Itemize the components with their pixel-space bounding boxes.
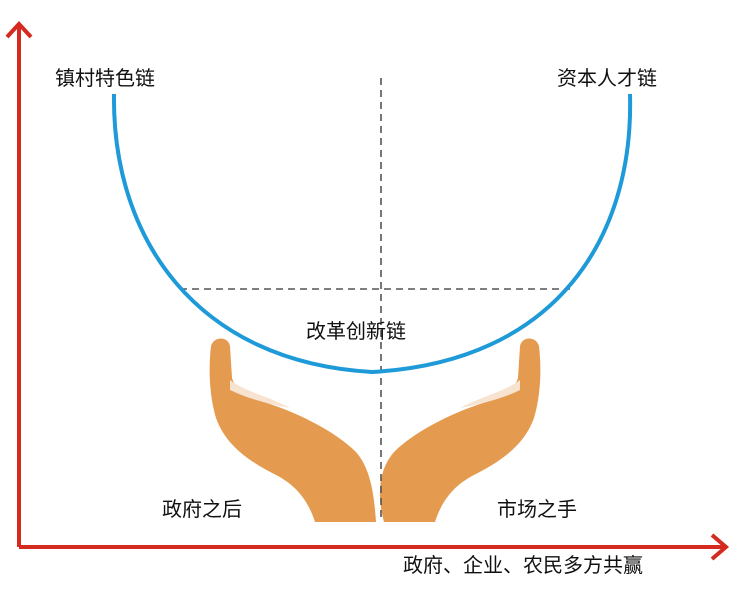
x-axis-arrow-icon xyxy=(710,533,730,561)
bottom-caption: 政府、企业、农民多方共赢 xyxy=(403,553,643,577)
center-chain-label: 改革创新链 xyxy=(306,319,406,343)
right-chain-label: 资本人才链 xyxy=(557,66,657,90)
left-hand-shape xyxy=(209,338,376,522)
right-hand-label: 市场之手 xyxy=(497,497,577,521)
right-hand-shape xyxy=(379,338,541,522)
y-axis-arrow-icon xyxy=(5,21,33,39)
u-curve xyxy=(111,93,633,375)
left-hand-highlight xyxy=(230,380,290,408)
left-hand-icon xyxy=(209,338,376,522)
right-hand-icon xyxy=(379,338,541,522)
left-chain-label: 镇村特色链 xyxy=(55,66,155,90)
right-hand-highlight xyxy=(460,380,520,408)
left-hand-label: 政府之后 xyxy=(162,497,242,521)
